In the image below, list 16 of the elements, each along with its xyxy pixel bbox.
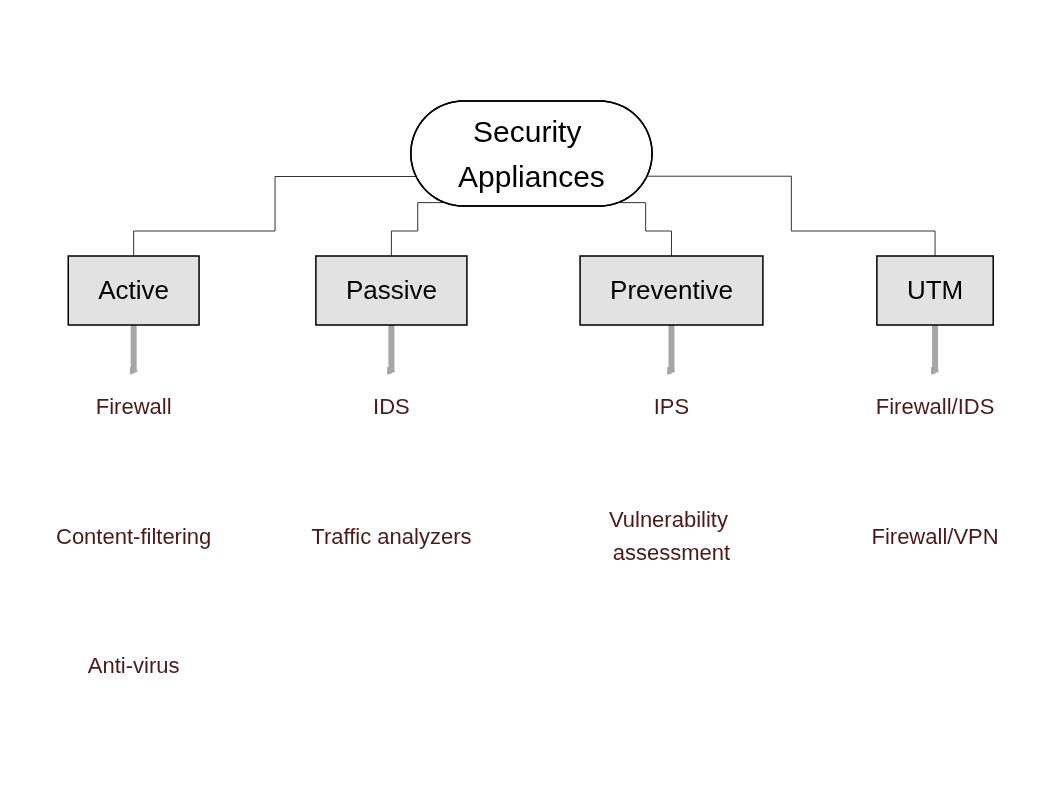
node-text: Traffic analyzers: [311, 523, 472, 548]
node-text: Firewall: [95, 393, 172, 419]
node-text: Firewall/IDS: [875, 393, 995, 419]
connector: [390, 201, 445, 256]
node-box: Passive: [314, 254, 468, 326]
node-text: Content-filtering: [55, 523, 211, 548]
node-text: IPS: [653, 393, 689, 419]
node-text: IDS: [372, 393, 410, 419]
node-box: UTM: [875, 254, 994, 326]
node-text: Anti-virus: [87, 652, 180, 678]
node-box: Active: [67, 254, 200, 326]
connector: [646, 175, 936, 256]
node-text: Vulnerability assessment: [608, 506, 730, 565]
node-text: Firewall/VPN: [871, 523, 999, 548]
node-box: Preventive: [579, 254, 764, 326]
connector: [619, 201, 672, 256]
